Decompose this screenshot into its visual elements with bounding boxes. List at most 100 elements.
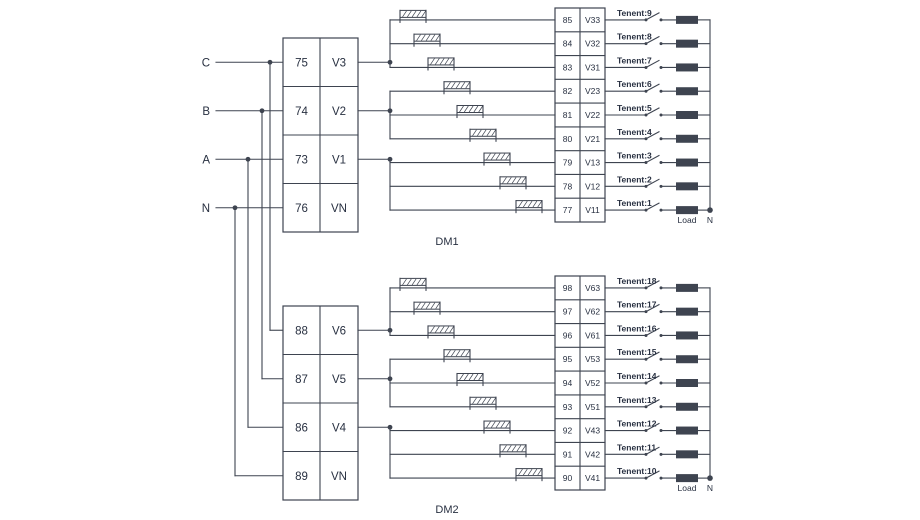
strip-terminal-name: V21: [585, 134, 600, 144]
meter-name-label: DM2: [435, 504, 458, 516]
fuse-icon: [413, 33, 441, 47]
strip-terminal-number: 78: [563, 181, 573, 191]
fuse-icon: [427, 57, 455, 71]
fuse-icon: [456, 372, 484, 387]
load-icon: [676, 379, 698, 387]
meter-terminal-name: V6: [332, 325, 346, 337]
strip-terminal-number: 92: [563, 426, 573, 436]
load-icon: [676, 182, 698, 191]
tenant-label: Tenent:18: [617, 276, 657, 286]
meter-terminal-number: 87: [295, 374, 308, 386]
tenant-label: Tenent:13: [617, 395, 657, 405]
meter-terminal-name: V5: [332, 374, 346, 386]
tenant-label: Tenent:6: [617, 79, 652, 89]
strip-terminal-number: 90: [563, 473, 573, 483]
load-icon: [676, 158, 698, 167]
strip-terminal-name: V53: [585, 354, 600, 364]
load-icon: [676, 87, 698, 96]
switch-icon: [644, 351, 663, 361]
tenant-label: Tenent:5: [617, 103, 652, 113]
tenant-label: Tenent:15: [617, 347, 657, 357]
switch-icon: [644, 83, 663, 93]
fuse-icon: [399, 277, 427, 291]
meter-terminal-name: VN: [331, 471, 347, 483]
strip-terminal-name: V42: [585, 449, 600, 459]
tenant-label: Tenent:11: [617, 442, 656, 452]
load-icon: [676, 402, 698, 411]
meter-terminal-name: V1: [332, 154, 346, 166]
tenant-label: Tenent:4: [617, 127, 652, 137]
tenant-label: Tenent:9: [617, 8, 652, 18]
load-icon: [676, 63, 698, 72]
strip-terminal-name: V23: [585, 86, 600, 96]
strip-terminal-name: V22: [585, 110, 600, 120]
meter-terminal-name: VN: [331, 203, 347, 215]
fuse-icon: [515, 468, 543, 482]
strip-terminal-name: V51: [585, 402, 600, 412]
tenant-label: Tenent:7: [617, 55, 652, 65]
junction-dot: [707, 207, 713, 213]
strip-terminal-number: 80: [563, 134, 573, 144]
tenant-label: Tenent:2: [617, 174, 652, 184]
tenant-label: Tenent:14: [617, 371, 657, 381]
meter-terminal-name: V3: [332, 57, 346, 69]
switch-icon: [644, 280, 663, 290]
phase-label: A: [202, 154, 210, 166]
load-icon: [676, 15, 698, 24]
meter-terminal-number: 89: [295, 471, 308, 483]
fuse-icon: [483, 420, 511, 434]
tenant-label: Tenent:3: [617, 151, 652, 161]
fuse-icon: [413, 301, 441, 315]
strip-terminal-name: V62: [585, 307, 600, 317]
strip-terminal-number: 91: [563, 449, 573, 459]
switch-icon: [644, 202, 663, 212]
strip-terminal-name: V63: [585, 283, 600, 293]
phase-label: N: [202, 203, 210, 215]
strip-terminal-name: V12: [585, 181, 600, 191]
fuse-icon: [499, 176, 527, 190]
load-label: Load: [678, 483, 697, 493]
fuse-icon: [399, 9, 427, 23]
load-icon: [676, 134, 698, 143]
phase-label: B: [202, 106, 210, 118]
strip-terminal-number: 83: [563, 62, 573, 72]
meter-terminal-number: 76: [295, 203, 308, 215]
load-icon: [676, 206, 698, 215]
load-icon: [676, 331, 698, 340]
strip-terminal-name: V43: [585, 426, 600, 436]
fuse-icon: [469, 396, 497, 410]
strip-terminal-number: 79: [563, 158, 573, 168]
fuse-icon: [443, 349, 471, 363]
phase-label: C: [202, 57, 210, 69]
strip-terminal-name: V33: [585, 15, 600, 25]
meter-terminal-number: 73: [295, 154, 308, 166]
switch-icon: [644, 446, 663, 456]
fuse-icon: [515, 200, 543, 214]
load-icon: [676, 474, 698, 483]
strip-terminal-number: 94: [563, 378, 573, 388]
load-icon: [676, 450, 698, 459]
tenant-label: Tenent:17: [617, 300, 657, 310]
load-label: Load: [678, 215, 697, 225]
strip-terminal-number: 96: [563, 330, 573, 340]
meter-terminal-name: V4: [332, 422, 347, 434]
load-icon: [676, 307, 698, 316]
load-icon: [676, 39, 698, 48]
fuse-icon: [427, 325, 455, 339]
strip-terminal-number: 84: [563, 39, 573, 49]
fuse-icon: [443, 81, 471, 95]
meter-terminal-number: 74: [295, 106, 308, 118]
meter-terminal-number: 86: [295, 422, 308, 434]
switch-icon: [644, 107, 663, 117]
load-icon: [676, 426, 698, 435]
fuse-icon: [469, 128, 497, 142]
meter-terminal-number: 75: [295, 57, 308, 69]
tenant-label: Tenent:12: [617, 419, 657, 429]
tenant-label: Tenent:8: [617, 32, 652, 42]
load-icon: [676, 355, 698, 364]
fuse-icon: [499, 444, 527, 458]
fuse-icon: [483, 152, 511, 166]
strip-terminal-name: V61: [585, 330, 600, 340]
